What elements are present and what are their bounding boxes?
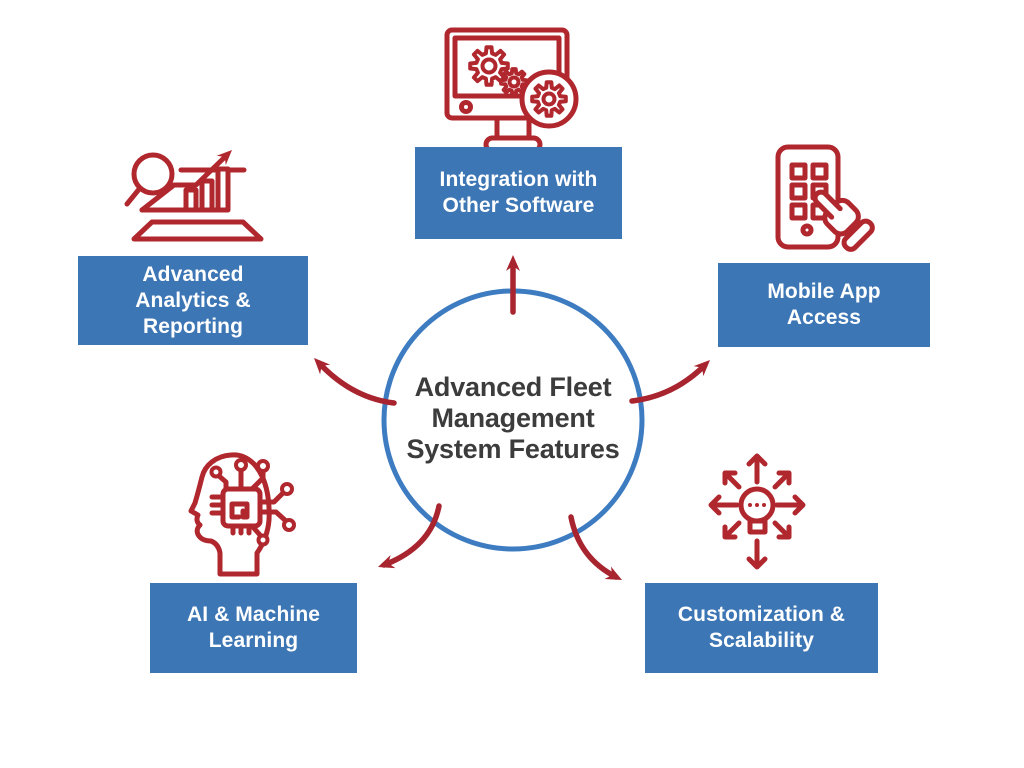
diagram-arrow-left (314, 358, 397, 406)
pointing-hand-icon (812, 189, 875, 252)
feature-box-integration: Integration with Other Software (415, 147, 622, 239)
diagram-arrow-right (629, 360, 710, 404)
diagram-arrow-bottom-left (378, 503, 442, 569)
feature-box-ai-ml: AI & Machine Learning (150, 583, 357, 673)
feature-box-analytics: Advanced Analytics & Reporting (78, 256, 308, 345)
diagram-arrow-top (506, 255, 520, 315)
mobile-touch-icon (775, 144, 875, 252)
diagram-arrow-bottom-right (568, 514, 622, 580)
analytics-laptop-icon (124, 150, 264, 242)
monitor-gears-icon (444, 27, 579, 154)
ai-head-chip-icon (188, 452, 296, 577)
expand-arrows-bulb-icon (708, 453, 806, 570)
center-title: Advanced Fleet Management System Feature… (406, 372, 620, 464)
feature-box-mobile-app: Mobile App Access (718, 263, 930, 347)
feature-box-customization: Customization & Scalability (645, 583, 878, 673)
